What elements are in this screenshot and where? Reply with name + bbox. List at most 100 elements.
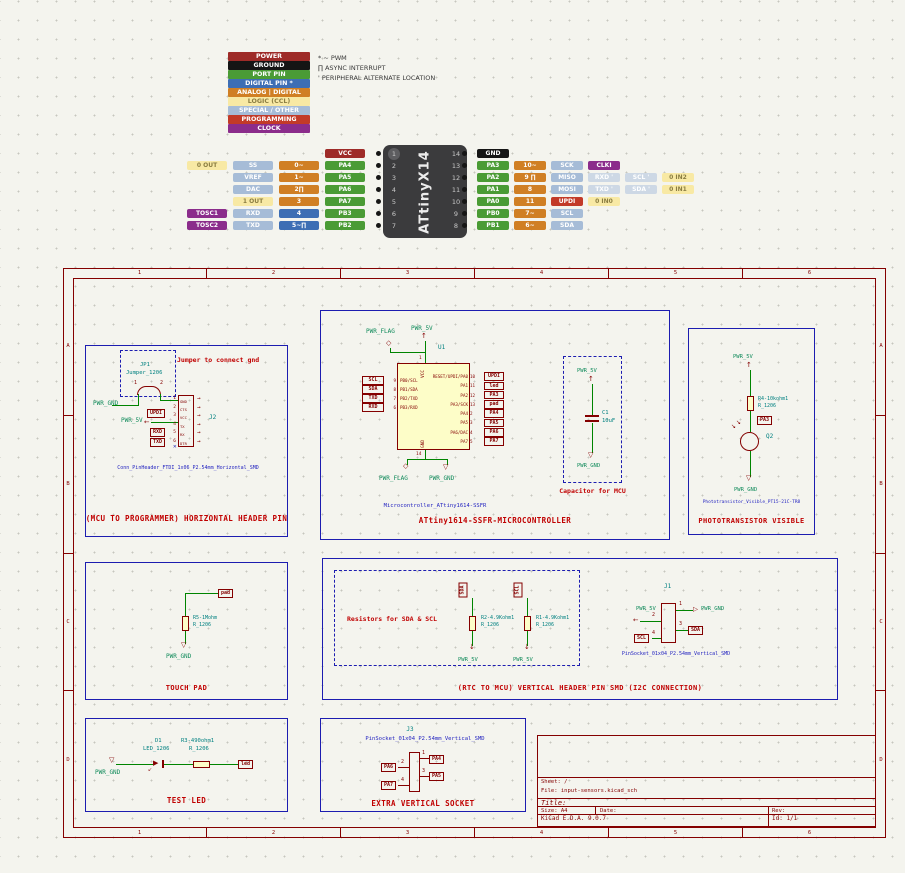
- frame-rows-right-item: A: [876, 278, 886, 416]
- chip-pin-numbers-left-item: 3: [391, 174, 397, 182]
- power-5v-icon[interactable]: ↑: [421, 332, 427, 340]
- jumper-symbol[interactable]: [137, 386, 161, 395]
- resistor-r2-symbol[interactable]: [469, 616, 476, 631]
- global-label-pad[interactable]: pad: [484, 400, 504, 409]
- scl-global-label[interactable]: SCL: [634, 634, 650, 643]
- scl-global-label[interactable]: SCL: [513, 582, 522, 598]
- global-label-pa6[interactable]: PA6: [484, 428, 504, 437]
- gnd-icon[interactable]: ▽: [588, 451, 594, 459]
- wire: [425, 450, 426, 460]
- global-label-rxd[interactable]: RXD: [362, 403, 384, 412]
- connector-j3[interactable]: [409, 752, 420, 792]
- pin-tag-3: 3: [279, 196, 319, 206]
- global-label-pa5[interactable]: PA5: [484, 418, 504, 428]
- pa3-global-label[interactable]: PA3: [757, 416, 773, 425]
- capacitor-plate[interactable]: [585, 415, 599, 417]
- led-global-label[interactable]: led: [238, 760, 254, 769]
- power-5v-icon[interactable]: ↓: [469, 643, 475, 651]
- gnd-icon[interactable]: ▽: [443, 463, 449, 471]
- block-rtc-title: (RTC TO MCU) VERTICAL HEADER PIN SMD (I2…: [457, 684, 703, 692]
- led-icon[interactable]: ▶: [153, 759, 159, 767]
- pa4-global-label[interactable]: PA4: [429, 755, 445, 764]
- sda-global-label[interactable]: SDA: [688, 626, 704, 635]
- pin-tag-1-: 1~: [279, 172, 319, 182]
- wire: [527, 598, 528, 616]
- wire: [185, 593, 186, 616]
- title-block: [537, 735, 876, 827]
- power-gnd-net: PWR_GND: [577, 463, 601, 469]
- j2-pin-numbers-item: 3: [173, 413, 176, 419]
- pin-tag-programming: PROGRAMMING: [228, 115, 310, 124]
- pin-tag-tosc1: TOSC1: [187, 208, 227, 218]
- pa6-global-label[interactable]: PA6: [381, 763, 397, 772]
- wire: [652, 638, 661, 639]
- global-label-sda[interactable]: SDA: [362, 385, 384, 394]
- resistor-r4-symbol[interactable]: [747, 396, 754, 411]
- resistor-r3-symbol[interactable]: [193, 761, 210, 768]
- global-label-pa4[interactable]: PA4: [484, 409, 504, 418]
- wire: [592, 384, 593, 415]
- chip-pin-numbers-right-item: 10: [451, 198, 461, 206]
- power-5v-icon[interactable]: ↑: [588, 375, 594, 383]
- resistor-r5-symbol[interactable]: [182, 616, 189, 631]
- j3-footprint: PinSocket_01x04_P2.54mm_Vertical_SMD: [365, 736, 485, 742]
- legend-note-pwm: * ~ PWM: [318, 54, 347, 62]
- chip-pin-numbers-left-item: 7: [391, 222, 397, 230]
- pa5-global-label[interactable]: PA5: [429, 772, 445, 781]
- pin-tag-clock: CLOCK: [228, 124, 310, 133]
- mcu-symbol-body[interactable]: [397, 363, 470, 450]
- gnd-icon[interactable]: ▽: [181, 641, 187, 649]
- gnd-icon[interactable]: ▽: [109, 756, 115, 764]
- global-label-pa3[interactable]: PA3: [484, 390, 504, 400]
- frame-columns-bottom-item: 2: [207, 828, 341, 838]
- resistor-r1-symbol[interactable]: [524, 616, 531, 631]
- pin-tag-rxd: RXD: [233, 208, 273, 218]
- rxd-global-label[interactable]: RXD: [150, 428, 166, 437]
- gnd-port-icon[interactable]: ▷: [693, 605, 698, 613]
- global-label-updi[interactable]: UPDI: [484, 372, 504, 381]
- wire: [116, 764, 153, 765]
- global-label-led[interactable]: led: [484, 381, 504, 391]
- phototransistor-symbol[interactable]: [740, 432, 759, 451]
- pad-global-label[interactable]: pad: [218, 589, 234, 598]
- power-5v-icon[interactable]: ↓: [524, 643, 530, 651]
- global-label-pa7[interactable]: PA7: [484, 437, 504, 446]
- wire: [750, 411, 751, 432]
- power-flag-icon[interactable]: ◇: [386, 339, 392, 347]
- power-flag-icon[interactable]: ◇: [403, 462, 409, 470]
- pin-tag-0-: 0~: [279, 160, 319, 170]
- titleblock-date: Date:: [600, 808, 617, 814]
- pa7-global-label[interactable]: PA7: [381, 781, 397, 790]
- pin-number: 4: [470, 429, 473, 435]
- gnd-icon[interactable]: ▽: [746, 474, 752, 482]
- sda-global-label[interactable]: SDA: [458, 582, 467, 598]
- txd-global-label[interactable]: TXD: [150, 438, 166, 447]
- power-5v-icon[interactable]: ↑: [746, 361, 752, 369]
- global-label-scl[interactable]: SCL: [362, 376, 384, 385]
- updi-global-label[interactable]: UPDI: [147, 409, 166, 418]
- connector-j1[interactable]: [661, 603, 676, 643]
- capacitor-plate[interactable]: [585, 420, 599, 422]
- global-label-txd[interactable]: TXD: [362, 394, 384, 403]
- chip-name: ATtinyX14: [417, 149, 433, 234]
- led-cathode-bar: [162, 760, 164, 768]
